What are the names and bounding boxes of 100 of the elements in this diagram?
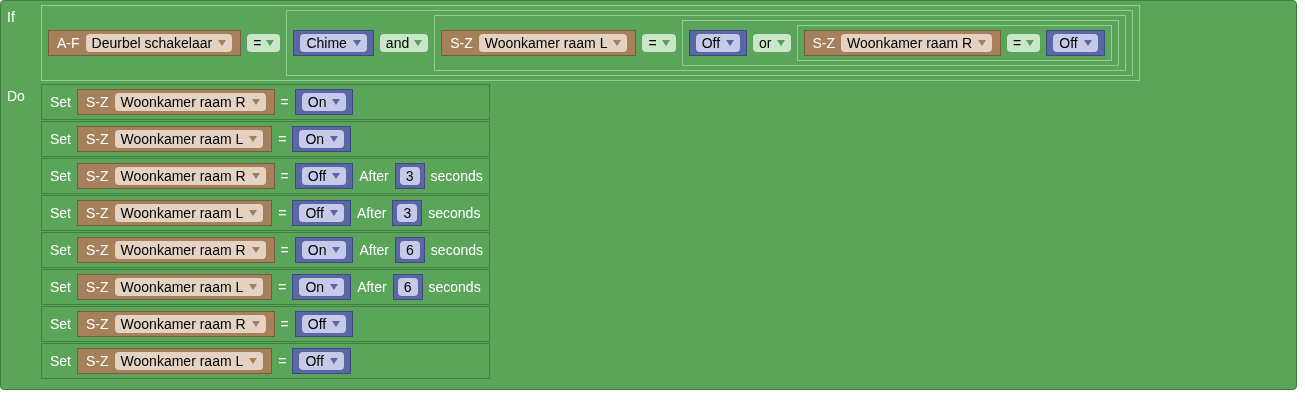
keyword-label: Set: [50, 94, 71, 110]
operator-label: =: [280, 316, 289, 332]
operator-label: =: [280, 94, 289, 110]
value-dropdown: On: [299, 278, 345, 296]
value-block: [294, 89, 354, 115]
operator-dropdown: =: [642, 34, 676, 52]
device-type-label: S-Z: [86, 131, 109, 147]
value-dropdown: On: [301, 241, 347, 259]
keyword-label: After: [359, 242, 390, 258]
value-block: [292, 126, 352, 152]
value-block: [292, 348, 351, 374]
device-type-label: S-Z: [86, 353, 109, 369]
device-dropdown: Deurbel schakelaar: [85, 34, 233, 52]
logic-block: [286, 10, 1133, 76]
set-block: [41, 232, 490, 268]
device-dropdown: Woonkamer raam L: [114, 278, 264, 296]
unit-label: seconds: [430, 168, 483, 184]
number-field: 3: [397, 204, 418, 222]
device-block: [77, 237, 275, 263]
number-field: 6: [400, 241, 420, 259]
keyword-label: Set: [50, 279, 71, 295]
device-type-label: S-Z: [86, 316, 109, 332]
device-dropdown: Woonkamer raam R: [114, 315, 266, 333]
operator-label: =: [280, 168, 289, 184]
number-field: 6: [397, 278, 418, 296]
device-dropdown: Woonkamer raam L: [114, 352, 264, 370]
keyword-label: Set: [50, 242, 71, 258]
unit-label: seconds: [428, 205, 481, 221]
device-type-label: S-Z: [86, 279, 109, 295]
operator-label: =: [278, 279, 287, 295]
operator-label: =: [278, 205, 287, 221]
operator-label: =: [278, 353, 287, 369]
device-block: [77, 200, 273, 226]
keyword-label: Set: [50, 316, 71, 332]
number-block: [394, 163, 425, 189]
device-type-label: S-Z: [86, 205, 109, 221]
operator-dropdown: =: [1007, 34, 1041, 52]
if-block: [0, 0, 1297, 390]
device-dropdown: Woonkamer raam L: [114, 130, 264, 148]
value-block: [688, 30, 748, 56]
value-block: [293, 30, 374, 56]
keyword-label: Set: [50, 131, 71, 147]
unit-label: seconds: [428, 279, 481, 295]
device-type-label: S-Z: [86, 94, 109, 110]
value-dropdown: Off: [1053, 34, 1098, 52]
set-block: [41, 269, 490, 305]
compare-block: [41, 5, 1140, 81]
keyword-label: Do: [7, 87, 26, 104]
device-block: [77, 126, 273, 152]
keyword-label: After: [357, 279, 387, 295]
device-type-label: S-Z: [86, 168, 109, 184]
set-block: [41, 158, 490, 194]
keyword-label: After: [359, 168, 389, 184]
device-type-label: S-Z: [450, 35, 473, 51]
value-dropdown: Off: [301, 167, 347, 185]
value-dropdown: On: [299, 130, 345, 148]
value-block: [292, 200, 351, 226]
set-block: [41, 306, 490, 342]
number-block: [392, 274, 423, 300]
number-block: [395, 237, 425, 263]
operator-label: =: [280, 242, 289, 258]
device-block: [77, 89, 275, 115]
value-block: [294, 163, 354, 189]
value-block: [1046, 30, 1105, 56]
set-block: [41, 343, 490, 379]
device-block: [77, 274, 273, 300]
operator-dropdown: and: [379, 34, 429, 52]
device-type-label: A-F: [57, 35, 80, 51]
operator-label: =: [278, 131, 287, 147]
value-dropdown: Off: [299, 204, 344, 222]
keyword-label: Set: [50, 168, 71, 184]
value-dropdown: Chime: [300, 34, 367, 52]
device-type-label: S-Z: [812, 35, 836, 51]
operator-dropdown: or: [753, 34, 791, 52]
device-dropdown: Woonkamer raam L: [114, 204, 264, 222]
device-block: [77, 348, 273, 374]
value-dropdown: On: [301, 93, 347, 111]
value-dropdown: Off: [301, 315, 347, 333]
device-block: [77, 311, 275, 337]
device-block: [77, 163, 275, 189]
device-dropdown: Woonkamer raam R: [114, 241, 266, 259]
keyword-label: After: [356, 205, 387, 221]
value-block: [294, 237, 354, 263]
device-block: [803, 30, 1002, 56]
set-block: [41, 84, 490, 120]
logic-block: [681, 20, 1119, 66]
device-type-label: S-Z: [86, 242, 109, 258]
value-block: [292, 274, 352, 300]
keyword-label: If: [7, 8, 16, 25]
value-dropdown: Off: [695, 34, 741, 52]
device-dropdown: Woonkamer raam R: [841, 34, 993, 52]
value-block: [294, 311, 354, 337]
compare-block: [796, 25, 1112, 61]
compare-block: [434, 15, 1126, 71]
operator-dropdown: =: [247, 34, 281, 52]
value-dropdown: Off: [299, 352, 344, 370]
device-dropdown: Woonkamer raam R: [114, 93, 266, 111]
device-dropdown: Woonkamer raam L: [478, 34, 628, 52]
unit-label: seconds: [430, 242, 483, 258]
device-block: [441, 30, 637, 56]
